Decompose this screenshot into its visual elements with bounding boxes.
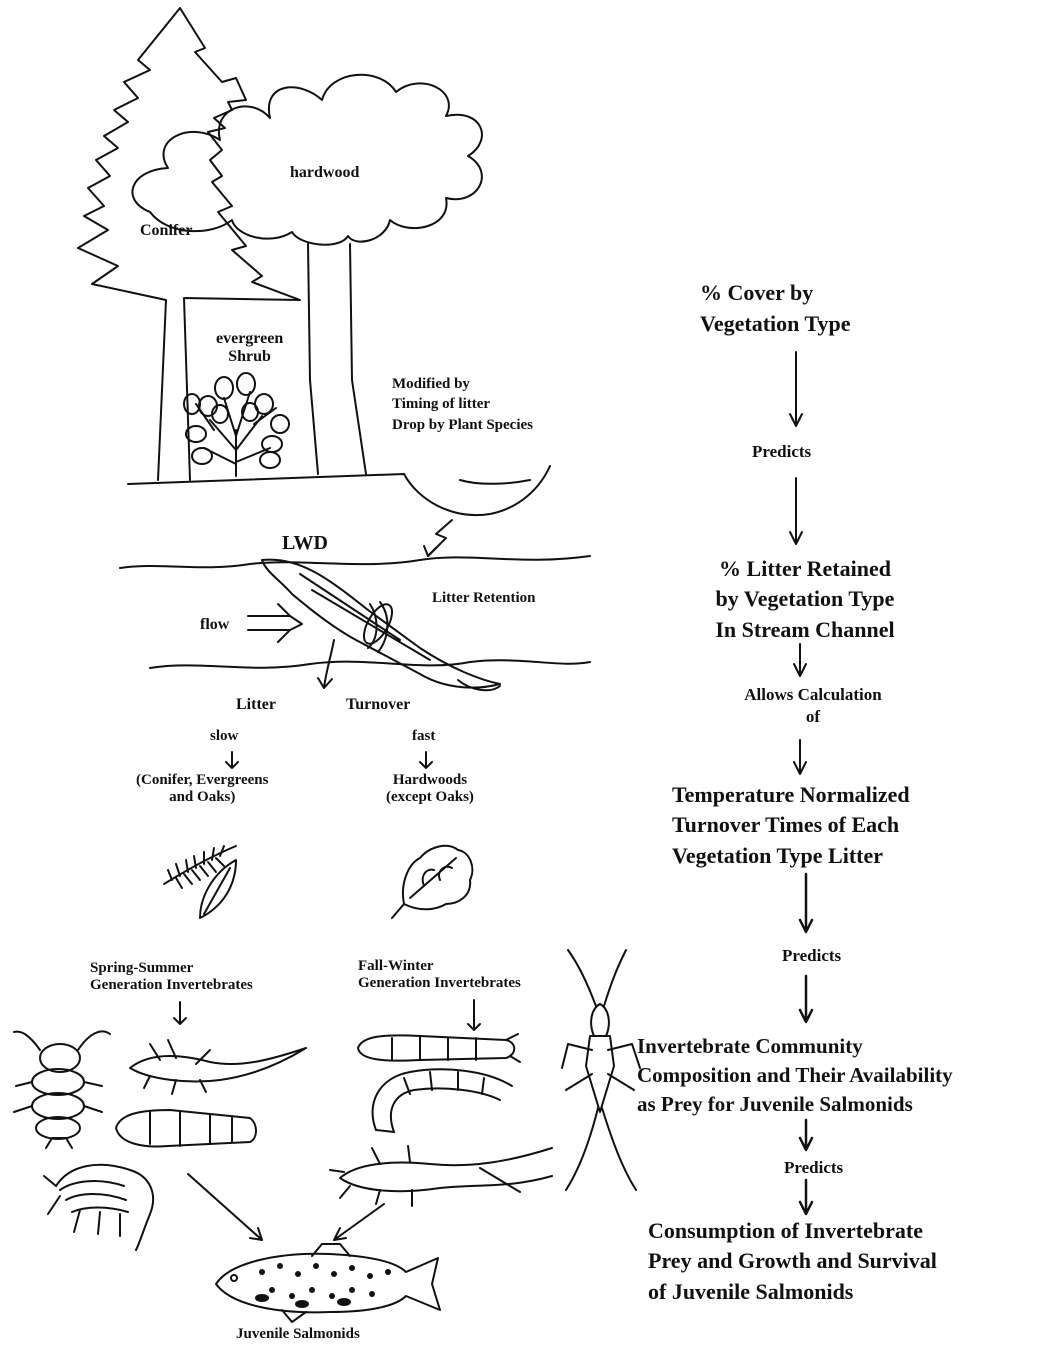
chironomid-larva-invertebrate [371,1068,513,1133]
fall-winter-label: Fall-Winter Generation Invertebrates [358,958,521,992]
amphipod-invertebrate [43,1163,155,1251]
predicts-link-2: Predicts [782,946,842,965]
lwd-label: LWD [282,532,328,554]
evergreen-shrub-label: evergreen Shrub [216,330,284,366]
fish-spots [255,1263,391,1308]
fast-litter-group: Hardwoods (except Oaks) [386,772,474,806]
predicts-link-3: Predicts [784,1158,844,1177]
invertebrate-community-box: Invertebrate Community Composition and T… [637,1034,953,1116]
caddisfly-case-invertebrate [115,1109,257,1148]
litter-retention-label: Litter Retention [432,590,536,606]
evergreen-leaf [199,859,237,919]
conifer-label: Conifer [140,222,193,239]
hardwood-canopy [131,73,483,246]
litter-label: Litter [236,696,276,713]
cover-by-vegetation-box: % Cover by Vegetation Type [700,280,851,336]
turnover-arrow [323,639,335,689]
predicts-link-1: Predicts [752,442,812,461]
ground-line [127,465,551,517]
hardwood-label: hardwood [290,164,360,181]
hardwood-leaf [391,844,474,919]
turnover-label: Turnover [346,696,411,713]
slow-litter-group: (Conifer, Evergreens and Oaks) [136,772,269,806]
lwd-log [261,558,501,692]
litter-retained-box: % Litter Retained by Vegetation Type In … [715,556,895,642]
stream-bank-lower [149,659,591,669]
spring-summer-label: Spring-Summer Generation Invertebrates [90,960,253,994]
slow-label: slow [210,728,239,744]
fast-label: fast [412,728,436,744]
consumption-growth-box: Consumption of Invertebrate Prey and Gro… [648,1218,937,1304]
cranefly-larva-invertebrate [357,1033,521,1063]
litter-drop-note: Modified by Timing of litter Drop by Pla… [392,376,533,433]
hardwood-trunk [307,243,367,475]
stonefly-nymph-invertebrate [329,1145,553,1207]
juvenile-salmonids-caption: Juvenile Salmonids [236,1326,360,1342]
flowchart-arrows [789,351,814,1216]
conifer-tree [77,7,301,481]
isopod-invertebrate [13,1030,111,1149]
litter-drop-arrow [427,519,453,557]
pool-water [459,479,531,485]
turnover-times-box: Temperature Normalized Turnover Times of… [672,782,910,868]
stonefly-adult-invertebrate [561,949,641,1191]
allows-calculation-link: Allows Calculation of [744,685,882,727]
conifer-litter-sprig [163,845,237,889]
mayfly-nymph-invertebrate [129,1039,307,1095]
flow-label: flow [200,616,230,633]
flow-arrow [247,603,303,643]
stream-bank-upper [119,555,591,569]
juvenile-salmonid-fish [215,1243,441,1323]
evergreen-shrub [183,372,290,477]
